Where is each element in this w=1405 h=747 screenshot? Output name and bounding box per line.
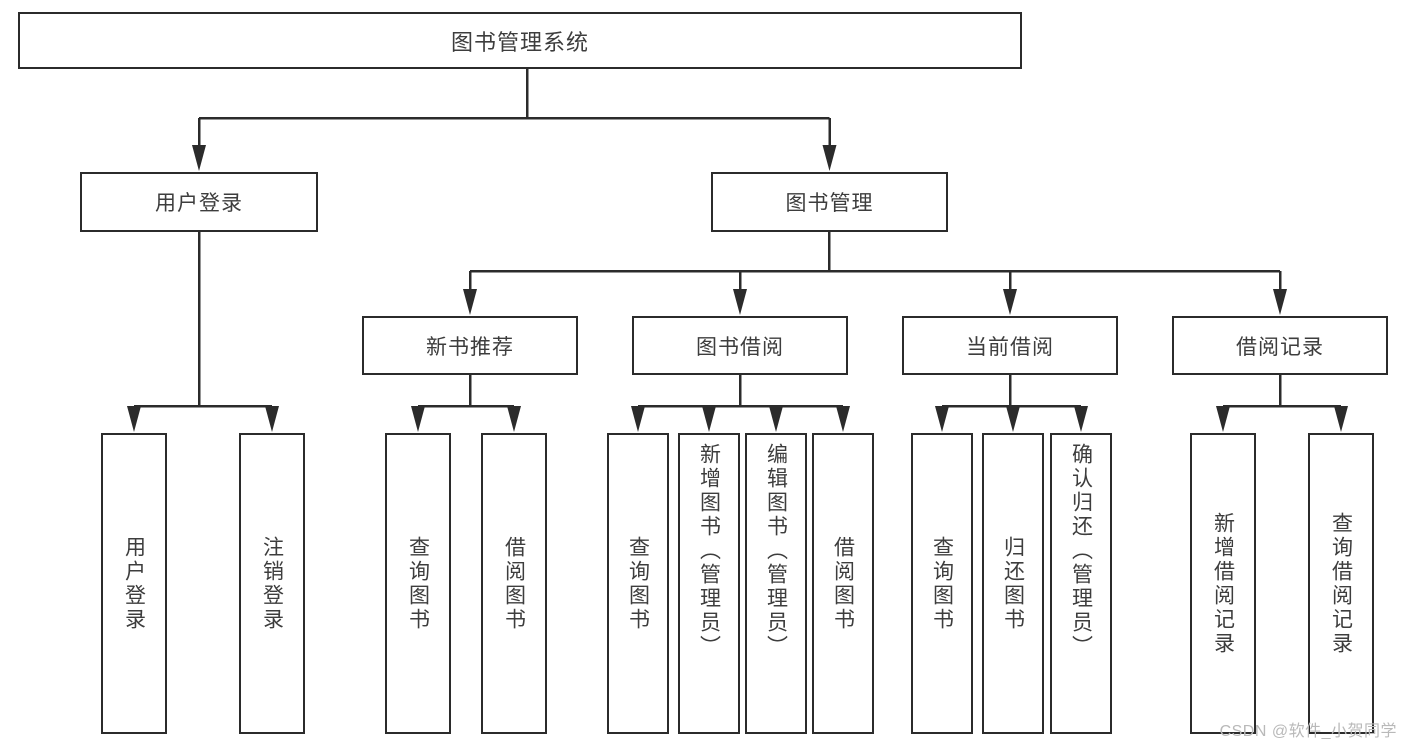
node-book-borrow-label: 图书借阅 [696,335,784,359]
node-leaf-borrow-book-1[interactable]: 借阅图书 [481,433,547,734]
node-leaf-user-login-label: 用户登录 [122,535,146,632]
csdn-watermark: CSDN @软件_小贺同学 [1219,723,1397,740]
node-current-borrow-label: 当前借阅 [966,335,1054,359]
node-book-borrow[interactable]: 图书借阅 [632,316,848,375]
node-leaf-query-book-3-label: 查询图书 [930,535,954,632]
node-leaf-query-book-1-label: 查询图书 [406,535,430,632]
node-new-book-recommend[interactable]: 新书推荐 [362,316,578,375]
node-root[interactable]: 图书管理系统 [18,12,1022,69]
node-current-borrow[interactable]: 当前借阅 [902,316,1118,375]
node-leaf-query-borrow-record-label: 查询借阅记录 [1329,511,1353,656]
node-user-login[interactable]: 用户登录 [80,172,318,232]
node-leaf-edit-book-admin[interactable]: 编辑图书（管理员） [745,433,807,734]
node-leaf-return-book[interactable]: 归还图书 [982,433,1044,734]
node-leaf-query-borrow-record[interactable]: 查询借阅记录 [1308,433,1374,734]
node-book-manage[interactable]: 图书管理 [711,172,948,232]
node-leaf-add-borrow-record[interactable]: 新增借阅记录 [1190,433,1256,734]
node-leaf-return-book-label: 归还图书 [1001,535,1025,632]
node-leaf-confirm-return-admin-label: 确认归还（管理员） [1069,443,1093,659]
node-borrow-record[interactable]: 借阅记录 [1172,316,1388,375]
node-leaf-user-login[interactable]: 用户登录 [101,433,167,734]
node-new-book-recommend-label: 新书推荐 [426,335,514,359]
node-leaf-query-book-3[interactable]: 查询图书 [911,433,973,734]
node-leaf-logout-login-label: 注销登录 [260,535,284,632]
node-leaf-confirm-return-admin[interactable]: 确认归还（管理员） [1050,433,1112,734]
node-leaf-add-book-admin[interactable]: 新增图书（管理员） [678,433,740,734]
node-user-login-label: 用户登录 [155,192,243,215]
node-leaf-add-borrow-record-label: 新增借阅记录 [1211,511,1235,656]
node-leaf-edit-book-admin-label: 编辑图书（管理员） [764,443,788,659]
node-leaf-query-book-2[interactable]: 查询图书 [607,433,669,734]
node-borrow-record-label: 借阅记录 [1236,335,1324,359]
node-leaf-borrow-book-2-label: 借阅图书 [831,535,855,632]
node-leaf-logout-login[interactable]: 注销登录 [239,433,305,734]
node-root-label: 图书管理系统 [450,29,589,55]
node-leaf-add-book-admin-label: 新增图书（管理员） [697,443,721,659]
node-leaf-query-book-1[interactable]: 查询图书 [385,433,451,734]
node-leaf-query-book-2-label: 查询图书 [626,535,650,632]
node-book-manage-label: 图书管理 [785,192,874,215]
node-leaf-borrow-book-1-label: 借阅图书 [502,535,526,632]
node-leaf-borrow-book-2[interactable]: 借阅图书 [812,433,874,734]
